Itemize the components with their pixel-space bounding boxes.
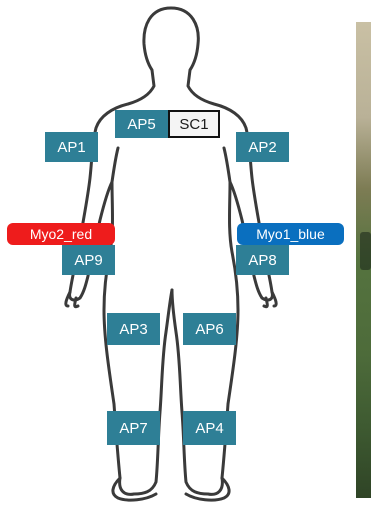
label-ap4: AP4 xyxy=(183,411,236,445)
label-myo1-blue: Myo1_blue xyxy=(237,223,344,245)
label-sc1: SC1 xyxy=(168,110,220,138)
label-ap7: AP7 xyxy=(107,411,160,445)
label-ap2: AP2 xyxy=(236,132,289,162)
label-ap9: AP9 xyxy=(62,245,115,275)
photo-strip-detail xyxy=(360,232,371,270)
label-ap1: AP1 xyxy=(45,132,98,162)
photo-strip-border xyxy=(356,0,371,22)
label-ap5: AP5 xyxy=(115,110,168,138)
label-ap8: AP8 xyxy=(236,245,289,275)
label-ap3: AP3 xyxy=(107,313,160,345)
label-ap6: AP6 xyxy=(183,313,236,345)
label-myo2-red: Myo2_red xyxy=(7,223,115,245)
